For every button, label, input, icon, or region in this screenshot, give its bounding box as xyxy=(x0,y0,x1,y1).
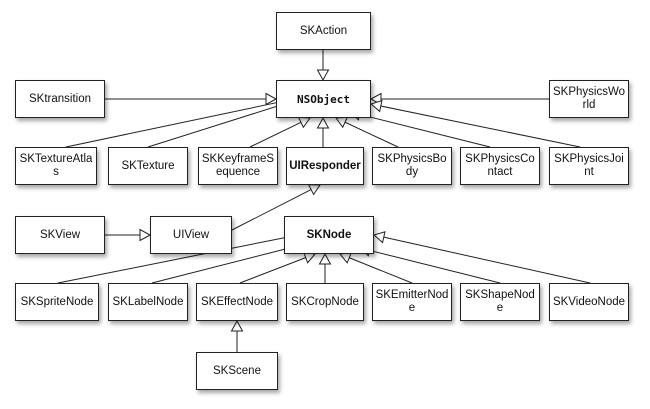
inheritance-edge-uiresponder-to-nsobject xyxy=(316,116,330,147)
edge-line xyxy=(249,121,302,148)
hollow-arrowhead xyxy=(265,92,278,106)
node-skaction: SKAction xyxy=(276,12,371,50)
edge-line xyxy=(369,249,501,284)
edge-line xyxy=(57,236,289,284)
inheritance-edge-skphysicsjoint-to-nsobject xyxy=(369,99,581,148)
hollow-arrowhead xyxy=(372,231,386,244)
node-nsobject: NSObject xyxy=(276,80,371,118)
edge-line xyxy=(349,257,413,284)
node-skeffectnode: SKEffectNode xyxy=(196,283,278,321)
edge-line xyxy=(231,189,312,231)
hollow-arrowhead xyxy=(316,116,330,129)
node-skscene: SKScene xyxy=(196,352,278,390)
node-skkeyframesequence: SKKeyframeSequence xyxy=(198,147,278,185)
inheritance-edge-skscene-to-skeffectnode xyxy=(230,319,244,352)
node-skphysicsjoint: SKPhysicsJoint xyxy=(549,147,629,185)
node-skvideonode: SKVideoNode xyxy=(549,283,629,321)
node-skspritenode: SKSpriteNode xyxy=(15,283,99,321)
inheritance-edge-skkeyframesequence-to-nsobject xyxy=(249,116,311,148)
inheritance-edge-skview-to-uiview xyxy=(105,228,152,242)
edge-line xyxy=(380,105,581,148)
inheritance-edge-skvideonode-to-sknode xyxy=(372,231,591,284)
node-skcropnode: SKCropNode xyxy=(286,283,364,321)
node-skphysicsworld: SKPhysicsWorld xyxy=(549,80,629,118)
node-uiview: UIView xyxy=(150,216,232,254)
inheritance-edge-sktransition-to-nsobject xyxy=(105,92,278,106)
node-skphysicscontact: SKPhysicsContact xyxy=(460,147,540,185)
node-sktransition: SKtransition xyxy=(15,80,105,118)
edge-line xyxy=(239,257,306,284)
inheritance-edge-skemitternode-to-sknode xyxy=(339,252,413,284)
node-skemitternode: SKEmitterNode xyxy=(372,283,452,321)
node-skphysicsbody: SKPhysicsBody xyxy=(372,147,452,185)
hollow-arrowhead xyxy=(318,252,332,265)
node-skshapenode: SKShapeNode xyxy=(460,283,540,321)
hollow-arrowhead xyxy=(230,319,244,332)
edge-line xyxy=(344,121,399,148)
inheritance-edge-skshapenode-to-sknode xyxy=(358,244,501,284)
node-sktexture: SKTexture xyxy=(108,147,188,185)
inheritance-edge-skphysicsworld-to-nsobject xyxy=(369,92,549,106)
node-sknode: SKNode xyxy=(284,216,374,254)
hollow-arrowhead xyxy=(339,252,353,264)
hollow-arrowhead xyxy=(139,228,152,242)
node-sklabelnode: SKLabelNode xyxy=(108,283,188,321)
hollow-arrowhead xyxy=(302,251,316,264)
node-sktextureatlas: SKTextureAtlas xyxy=(15,147,97,185)
inheritance-edge-skphysicscontact-to-nsobject xyxy=(348,108,491,148)
inheritance-edge-skeffectnode-to-sknode xyxy=(239,251,316,284)
node-skview: SKView xyxy=(15,216,105,254)
edge-line xyxy=(147,101,291,148)
hollow-arrowhead xyxy=(316,69,330,82)
inheritance-edge-skcropnode-to-sknode xyxy=(318,252,332,283)
hollow-arrowhead xyxy=(369,99,383,113)
edge-line xyxy=(65,100,285,148)
node-uiresponder: UIResponder xyxy=(286,147,364,185)
edge-line xyxy=(359,113,491,148)
inheritance-edge-skaction-to-nsobject xyxy=(316,50,330,82)
edge-line xyxy=(151,245,296,284)
edge-line xyxy=(383,236,591,284)
